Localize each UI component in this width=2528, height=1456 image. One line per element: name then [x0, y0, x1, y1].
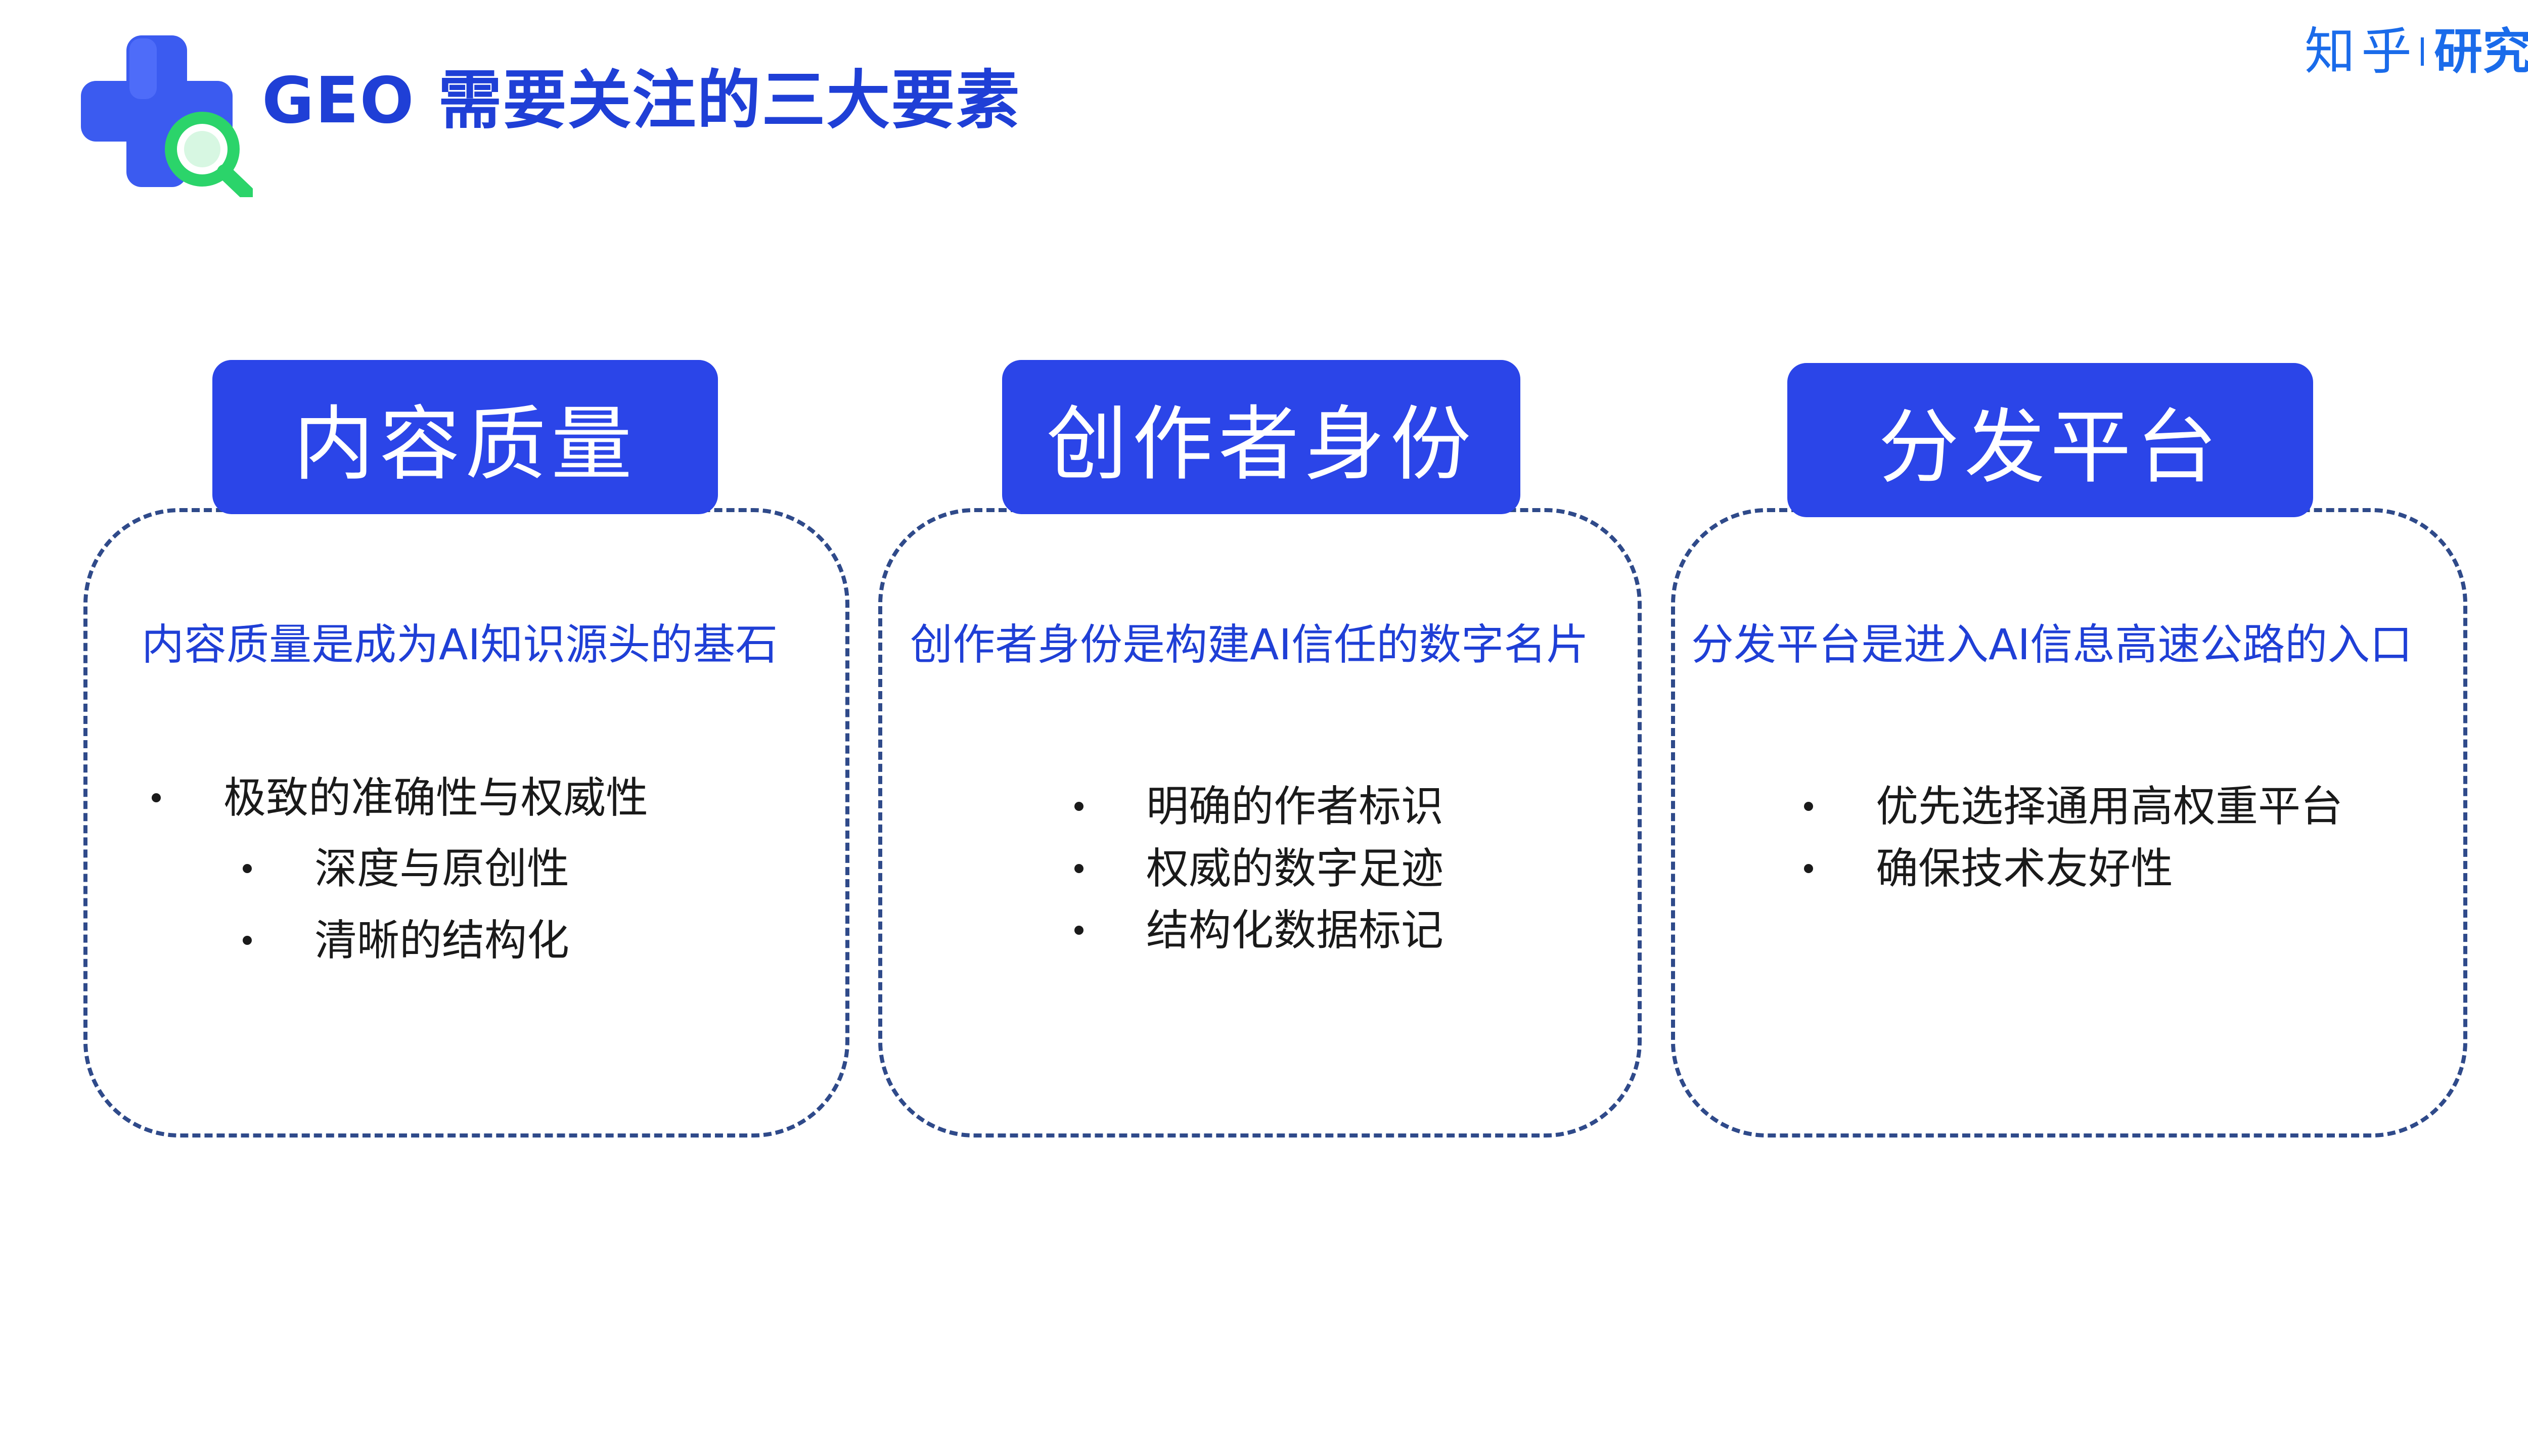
bullet-text: 优先选择通用高权重平台	[1876, 782, 2343, 831]
bullet-dot	[243, 936, 252, 945]
bullet-item: 优先选择通用高权重平台	[1804, 781, 2343, 832]
bullet-dot	[1074, 864, 1084, 874]
card-header-content-quality: 内容质量	[212, 360, 718, 514]
bullet-dot	[1804, 802, 1813, 811]
bullet-item: 明确的作者标识	[1074, 781, 1443, 832]
bullet-text: 结构化数据标记	[1146, 905, 1444, 955]
card-subtitle-creator-identity: 创作者身份是构建AI信任的数字名片	[910, 620, 1589, 669]
bullet-text: 明确的作者标识	[1146, 782, 1444, 831]
bullet-text: 深度与原创性	[314, 844, 570, 893]
card-header-creator-identity: 创作者身份	[1002, 360, 1520, 514]
medical-search-icon	[81, 35, 253, 197]
brand-institute-text: 研究院	[2434, 23, 2528, 80]
bullet-item: 深度与原创性	[243, 843, 569, 894]
brand-logo: 知乎 研究院	[2305, 26, 2528, 77]
bullet-dot	[152, 793, 161, 803]
bullet-item: 权威的数字足迹	[1074, 843, 1443, 894]
card-subtitle-content-quality: 内容质量是成为AI知识源头的基石	[142, 620, 778, 669]
card-header-distribution-platform: 分发平台	[1787, 363, 2313, 517]
bullet-text: 权威的数字足迹	[1146, 844, 1444, 893]
bullet-text: 确保技术友好性	[1876, 844, 2174, 893]
bullet-dot	[1074, 926, 1084, 935]
bullet-item: 清晰的结构化	[243, 915, 569, 966]
brand-zhihu-text: 知乎	[2305, 22, 2418, 81]
magnifier-shape	[165, 112, 253, 197]
bullet-dot	[1804, 864, 1813, 874]
card-subtitle-distribution-platform: 分发平台是进入AI信息高速公路的入口	[1691, 620, 2413, 669]
bullet-text: 极致的准确性与权威性	[223, 773, 649, 823]
bullet-item: 极致的准确性与权威性	[152, 772, 648, 824]
bullet-item: 结构化数据标记	[1074, 905, 1443, 956]
bullet-text: 清晰的结构化	[314, 916, 570, 965]
bullet-item: 确保技术友好性	[1804, 843, 2173, 894]
bullet-dot	[1074, 802, 1084, 811]
brand-divider	[2421, 37, 2424, 66]
bullet-dot	[243, 864, 252, 874]
page-title: GEO 需要关注的三大要素	[262, 63, 1021, 138]
